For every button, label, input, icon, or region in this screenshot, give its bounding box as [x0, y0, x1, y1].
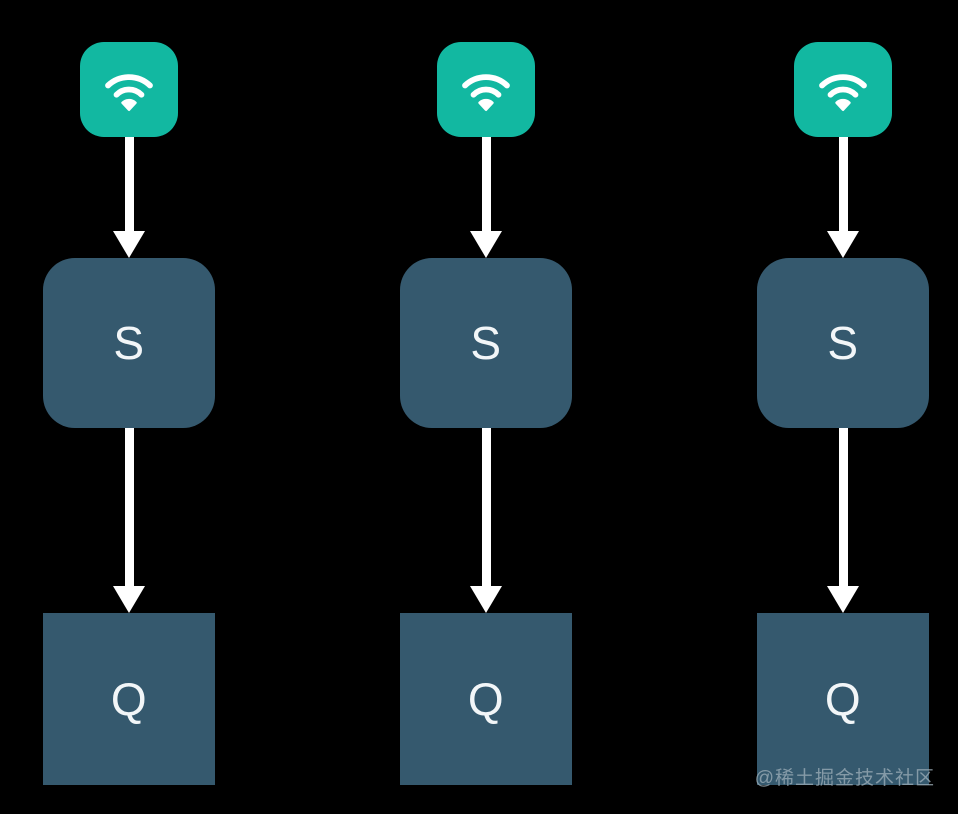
arrow-down [470, 137, 502, 258]
node-q-label: Q [824, 673, 862, 725]
arrow-shaft [124, 137, 134, 231]
arrow-shaft [481, 428, 491, 586]
node-q: Q [43, 613, 215, 785]
wifi-icon [819, 73, 867, 111]
arrowhead-icon [470, 231, 502, 258]
arrow-shaft [838, 137, 848, 231]
arrowhead-icon [113, 586, 145, 613]
arrow-shaft [838, 428, 848, 586]
wifi-icon [462, 73, 510, 111]
arrow-down [470, 428, 502, 613]
arrowhead-icon [113, 231, 145, 258]
arrowhead-icon [827, 231, 859, 258]
wifi-source-tile [437, 42, 535, 137]
diagram-column-2: S Q [400, 42, 572, 785]
arrowhead-icon [470, 586, 502, 613]
arrowhead-icon [827, 586, 859, 613]
arrow-shaft [481, 137, 491, 231]
node-s-label: S [113, 317, 145, 369]
arrow-down [827, 428, 859, 613]
wifi-source-tile [80, 42, 178, 137]
wifi-icon [105, 73, 153, 111]
node-s-label: S [827, 317, 859, 369]
node-s: S [43, 258, 215, 428]
node-s: S [400, 258, 572, 428]
arrow-down [113, 428, 145, 613]
node-s-label: S [470, 317, 502, 369]
node-q-label: Q [467, 673, 505, 725]
arrow-shaft [124, 428, 134, 586]
arrow-down [113, 137, 145, 258]
wifi-source-tile [794, 42, 892, 137]
diagram-columns: S Q S [43, 42, 929, 785]
node-s: S [757, 258, 929, 428]
diagram-column-1: S Q [43, 42, 215, 785]
arrow-down [827, 137, 859, 258]
diagram-column-3: S Q [757, 42, 929, 785]
node-q: Q [757, 613, 929, 785]
node-q-label: Q [110, 673, 148, 725]
node-q: Q [400, 613, 572, 785]
